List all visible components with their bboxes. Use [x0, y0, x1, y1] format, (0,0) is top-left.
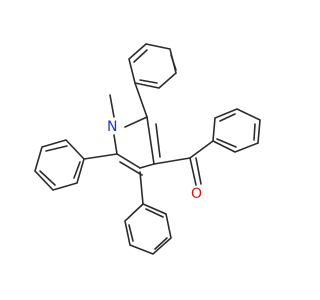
carbonyl-group [153, 157, 202, 186]
methyl-group [109, 94, 115, 118]
phenyl-ring-top [128, 43, 177, 118]
molecule-structure: N O [34, 43, 261, 255]
nitrogen-atom-label: N [107, 119, 117, 135]
pyrrole-ring [113, 116, 161, 176]
phenyl-ring-bottom [124, 171, 172, 255]
phenyl-ring-right [189, 108, 261, 159]
phenyl-ring-left [34, 139, 118, 191]
oxygen-atom-label: O [191, 186, 202, 202]
